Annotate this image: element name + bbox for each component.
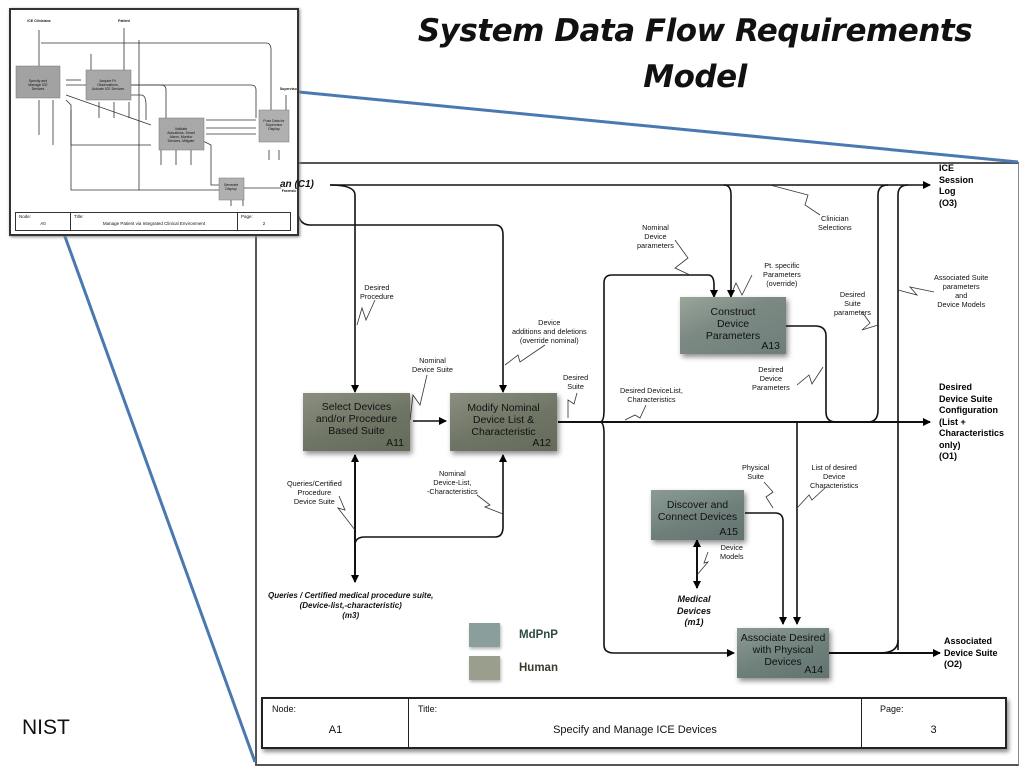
label-nominal-device-parameters: Nominal Device parameters <box>637 223 674 250</box>
output-o2: Associated Device Suite (O2) <box>944 636 998 669</box>
activity-box-a11[interactable]: Select Devices and/or Procedure Based Su… <box>303 393 410 451</box>
svg-text:ICE Clinicians: ICE Clinicians <box>27 19 50 23</box>
flow-physical-suite <box>745 512 787 625</box>
flow-assoc-suite-params <box>897 184 909 650</box>
activity-a12-label: Modify Nominal Device List & Characteris… <box>467 402 540 438</box>
flow-desired-procedure <box>329 184 359 393</box>
label-queries-certified: Queries/Certified Procedure Device Suite <box>287 479 342 506</box>
svg-text:Validate: Validate <box>175 127 187 131</box>
activity-a11-label: Select Devices and/or Procedure Based Su… <box>315 401 398 437</box>
thumbnail-node-caption: Node: <box>19 214 32 219</box>
thumbnail-page-caption: Page: <box>241 214 253 219</box>
node-value: A1 <box>328 724 343 736</box>
svg-text:Display: Display <box>268 127 280 131</box>
svg-text:Supervisor: Supervisor <box>280 87 297 91</box>
thumbnail-title-caption: Title: <box>74 214 84 219</box>
activity-box-a15[interactable]: Discover and Connect Devices A15 <box>651 490 744 540</box>
svg-text:Alarm, Monitor: Alarm, Monitor <box>170 135 194 139</box>
slide-title: System Data Flow Requirements Model <box>417 13 973 95</box>
title-block: Node: A1 Title: Specify and Manage ICE D… <box>261 697 1007 749</box>
svg-text:Actuations, Smart: Actuations, Smart <box>167 131 195 135</box>
label-device-models: Device Models <box>720 543 744 561</box>
label-desired-devicelist: Desired DeviceList, Characteristics <box>620 386 683 404</box>
thumbnail-title-block: Node: A0 Title: Manage Patient via Integ… <box>15 212 291 231</box>
title-block-node-cell: Node: A1 <box>263 699 409 747</box>
svg-text:Patient: Patient <box>118 19 131 23</box>
thumbnail-page-cell: Page: 2 <box>238 213 290 230</box>
page-value: 3 <box>930 724 937 736</box>
label-pt-specific-parameters: Pt. specific Parameters (override) <box>763 261 801 288</box>
output-o3: ICE Session Log (O3) <box>939 163 974 208</box>
thumbnail-title-cell: Title: Manage Patient via Integrated Cli… <box>71 213 238 230</box>
activity-a14-label: Associate Desired with Physical Devices <box>740 632 826 668</box>
svg-text:Observations,: Observations, <box>97 83 119 87</box>
svg-text:Specify and: Specify and <box>29 79 47 83</box>
label-nominal-device-list: Nominal Device-List, -Characteristics <box>427 469 478 496</box>
svg-text:Display: Display <box>225 187 237 191</box>
svg-text:Devices: Devices <box>32 87 45 91</box>
label-desired-suite-parameters: Desired Suite parameters <box>834 290 871 317</box>
activity-a15-label: Discover and Connect Devices <box>657 499 738 523</box>
thumbnail-page-value: 2 <box>262 221 266 226</box>
thumbnail-node-value: A0 <box>40 221 46 226</box>
mechanism-m1: Medical Devices (m1) <box>677 594 712 627</box>
activity-a11-id: A11 <box>386 437 404 449</box>
activity-box-a12[interactable]: Modify Nominal Device List & Characteris… <box>450 393 557 451</box>
mechanism-m3: Queries / Certified medical procedure su… <box>268 591 434 620</box>
node-caption: Node: <box>272 704 297 714</box>
flow-suite-params-up <box>867 184 889 423</box>
svg-text:Manage ICE: Manage ICE <box>28 83 48 87</box>
flow-to-a13 <box>599 274 718 423</box>
label-physical-suite: Physical Suite <box>742 463 770 481</box>
label-desired-suite: Desired Suite <box>563 373 589 391</box>
flow-device-additions <box>296 204 507 393</box>
legend-label-human: Human <box>519 662 558 674</box>
activity-a13-label: Construct Device Parameters <box>705 305 761 342</box>
activity-a13-id: A13 <box>761 340 780 352</box>
label-desired-procedure: Desired Procedure <box>360 283 394 301</box>
flow-pt-specific <box>723 184 735 298</box>
page-caption: Page: <box>880 704 904 714</box>
label-nominal-device-suite: Nominal Device Suite <box>412 356 453 374</box>
thumbnail-title-value: Manage Patient via Integrated Clinical E… <box>102 221 206 226</box>
label-device-additions: Device additions and deletions (override… <box>512 318 587 345</box>
label-desired-device-parameters: Desired Device Parameters <box>752 365 790 392</box>
activity-box-a13[interactable]: Construct Device Parameters A13 <box>680 297 786 354</box>
flow-desired-device-params <box>786 325 837 423</box>
svg-text:Acquire Pt.: Acquire Pt. <box>99 79 116 83</box>
svg-text:Generate: Generate <box>224 183 239 187</box>
title-caption: Title: <box>418 704 438 714</box>
thumbnail-node-cell: Node: A0 <box>16 213 71 230</box>
flow-a14-loop <box>879 639 899 654</box>
legend-swatch-human <box>469 656 500 680</box>
title-value: Specify and Manage ICE Devices <box>553 724 717 736</box>
output-o1: Desired Device Suite Configuration (List… <box>939 382 1005 461</box>
title-block-title-cell: Title: Specify and Manage ICE Devices <box>409 699 862 747</box>
diagram-a1-frame <box>255 162 1019 766</box>
svg-text:Actuate ICE Devices: Actuate ICE Devices <box>92 87 124 91</box>
footer-nist: NIST <box>22 716 70 739</box>
label-list-of-desired: List of desired Device Characteristics <box>810 463 859 490</box>
control-input-c1: an (C1) <box>280 179 314 190</box>
legend-label-mdpnp: MdPnP <box>519 629 558 641</box>
thumbnail-diagram: ICE Clinicians Patient Specify andManage… <box>15 19 299 206</box>
label-clinician-selections: Clinician Selections <box>818 214 852 232</box>
activity-a14-id: A14 <box>804 664 823 676</box>
activity-box-a14[interactable]: Associate Desired with Physical Devices … <box>737 628 829 678</box>
svg-text:Supervisor: Supervisor <box>266 123 284 127</box>
svg-text:Fuse Data for: Fuse Data for <box>263 119 285 123</box>
svg-text:Devices, Mitigate: Devices, Mitigate <box>168 139 195 143</box>
flow-m3-a12 <box>354 454 507 546</box>
legend-swatch-mdpnp <box>469 623 500 647</box>
label-associated-suite-parameters: Associated Suite parameters and Device M… <box>934 273 989 309</box>
title-block-page-cell: Page: 3 <box>862 699 1005 747</box>
activity-a12-id: A12 <box>532 437 551 449</box>
flow-to-a14 <box>599 421 735 657</box>
svg-text:Forensic: Forensic <box>282 189 297 193</box>
activity-a15-id: A15 <box>719 526 738 538</box>
